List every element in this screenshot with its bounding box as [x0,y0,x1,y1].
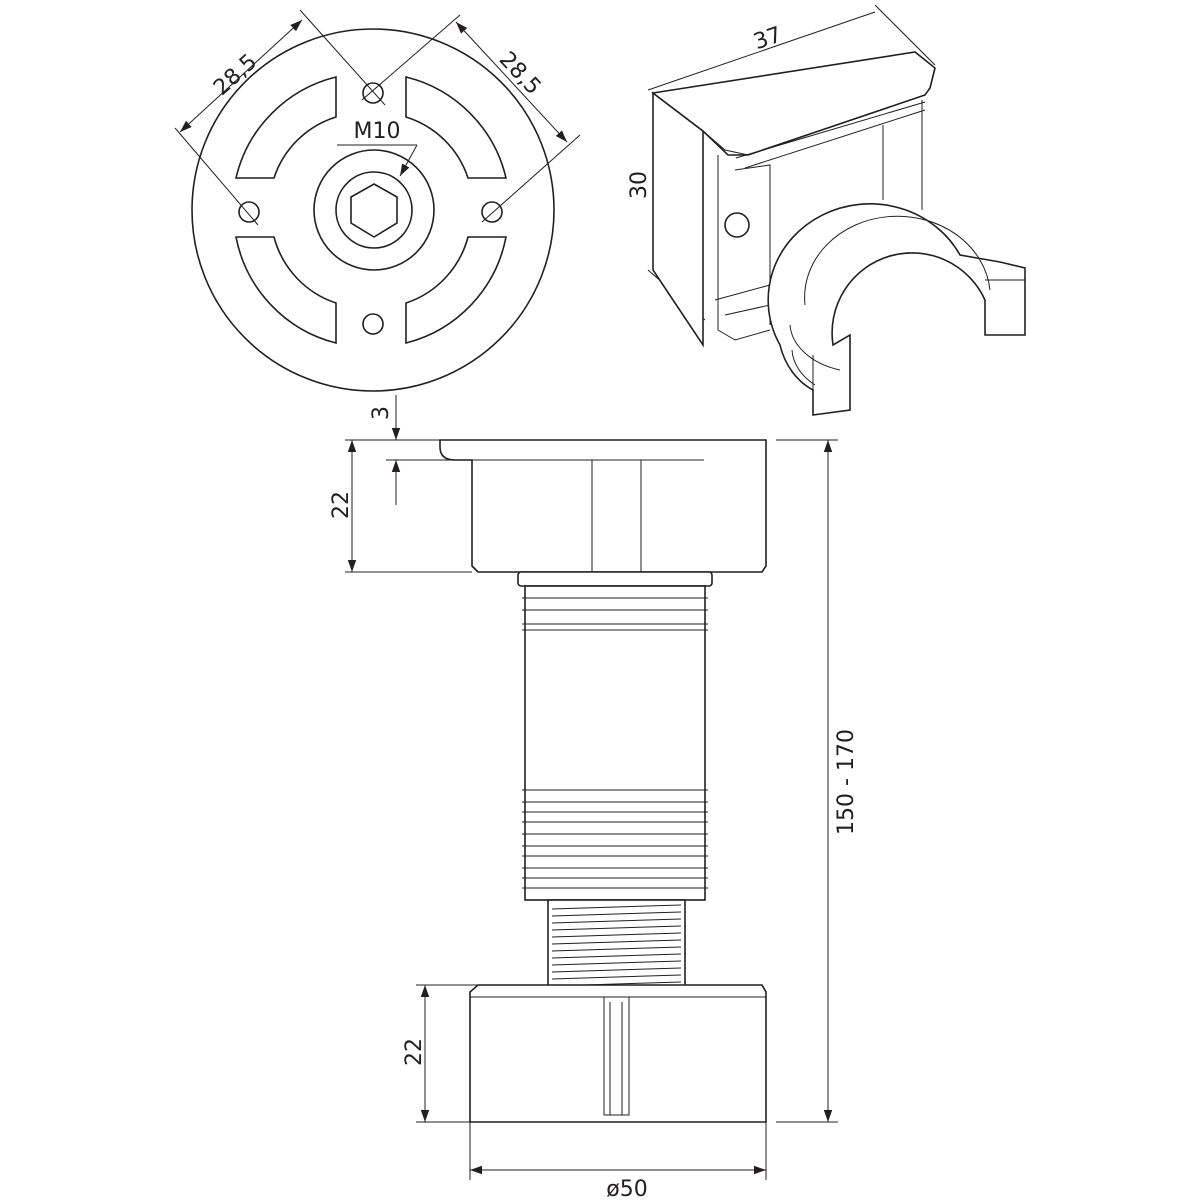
slot-top-right [405,75,508,179]
thread-line [551,932,682,938]
thread-line [551,911,682,917]
dim-label-height: 30 [627,171,652,199]
thread-line [551,967,682,973]
thread-line [551,953,682,959]
hole-left [238,201,260,223]
clip-body [652,91,704,348]
hub-inner [335,171,413,249]
dim-label-length: 37 [751,22,786,55]
thread-line [551,904,682,910]
clip-ring [767,203,1026,416]
slot-bottom-left [235,236,337,345]
thread-line [551,960,682,966]
clip-isometric-view: 37 30 [627,4,1026,416]
hex-socket-icon [350,183,398,238]
thread-line [551,946,682,952]
hub-outer [313,149,435,271]
dim-label-top-step: 3 [369,406,394,420]
slot-top-left [234,75,337,179]
thread-line [551,939,682,945]
body-rings [522,597,708,889]
side-view: 22 3 22 150 - 170 ø50 [329,395,859,1200]
thread-line [551,974,682,980]
hole-right [481,201,503,223]
dim-label-diameter: ø50 [606,1177,647,1200]
thread-line [551,925,682,931]
thread-label: M10 [354,119,401,144]
dim-label-top-cap: 22 [329,491,354,519]
dim-label-right: 28,5 [494,47,546,100]
base-cap [469,984,767,1123]
clip-hole [724,212,750,238]
collar [517,571,713,587]
hole-bottom [362,313,384,335]
slot-bottom-right [405,236,507,345]
spindle-body [524,585,706,901]
thread-line [551,918,682,924]
hole-top [362,82,384,104]
base-plate-outline [191,28,555,392]
thread-lines [551,904,682,987]
top-view: 28,5 28,5 M10 [174,9,581,392]
dim-label-total-height: 150 - 170 [834,729,859,835]
dim-label-bottom-cap: 22 [402,1038,427,1066]
